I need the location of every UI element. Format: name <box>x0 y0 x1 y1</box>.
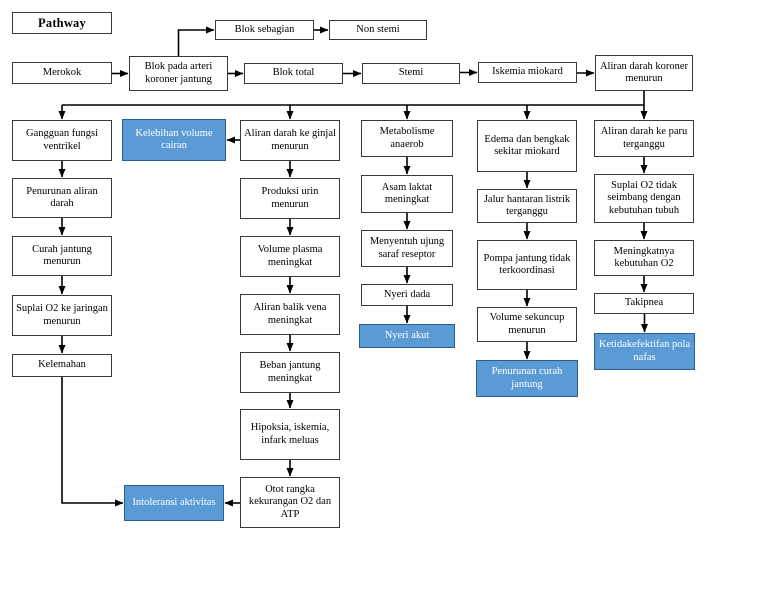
node-label: Volume plasma meningkat <box>257 244 323 268</box>
node-label: Iskemia miokard <box>492 66 563 78</box>
node-asam-laktat: Asam laktat meningkat <box>361 175 453 213</box>
node-label: Meningkatnya kebutuhan O2 <box>613 245 675 269</box>
node-label: Otot rangka kekurangan O2 dan ATP <box>248 483 332 520</box>
node-non-stemi: Non stemi <box>329 20 427 40</box>
node-merokok: Merokok <box>12 62 112 84</box>
node-label: Stemi <box>398 67 424 79</box>
node-suplai-jaringan: Suplai O2 ke jaringan menurun <box>12 295 112 336</box>
node-label: Aliran darah koroner menurun <box>599 60 689 84</box>
node-label: Suplai O2 ke jaringan menurun <box>16 303 108 327</box>
node-produksi-urin: Produksi urin menurun <box>240 178 340 219</box>
node-blok-total: Blok total <box>244 63 343 84</box>
node-gangguan: Gangguan fungsi ventrikel <box>12 120 112 161</box>
node-takipnea: Takipnea <box>594 293 694 314</box>
node-nyeri-akut: Nyeri akut <box>359 324 455 348</box>
node-penurunan-curah: Penurunan curah jantung <box>476 360 578 397</box>
node-kelemahan: Kelemahan <box>12 354 112 377</box>
node-kelebihan: Kelebihan volume cairan <box>122 119 226 161</box>
node-ginjal: Aliran darah ke ginjal menurun <box>240 120 340 161</box>
node-label: Gangguan fungsi ventrikel <box>25 128 99 152</box>
node-iskemia: Iskemia miokard <box>478 62 577 83</box>
node-aliran-balik: Aliran balik vena meningkat <box>240 294 340 335</box>
node-label: Asam laktat meningkat <box>381 181 433 205</box>
node-sekuncup: Volume sekuncup menurun <box>477 307 577 342</box>
node-nyeri-dada: Nyeri dada <box>361 284 453 306</box>
node-meningkatnya: Meningkatnya kebutuhan O2 <box>594 240 694 276</box>
node-jalur: Jalur hantaran listrik terganggu <box>477 189 577 223</box>
node-label: Volume sekuncup menurun <box>489 312 565 336</box>
node-label: Jalur hantaran listrik terganggu <box>483 193 571 217</box>
node-label: Suplai O2 tidak seimbang dengan kebutuha… <box>607 179 681 216</box>
node-pompa: Pompa jantung tidak terkoordinasi <box>477 240 577 290</box>
node-beban: Beban jantung meningkat <box>240 352 340 393</box>
node-volume-plasma: Volume plasma meningkat <box>240 236 340 277</box>
node-label: Hipoksia, iskemia, infark meluas <box>250 422 330 446</box>
node-pathway: Pathway <box>12 12 112 34</box>
node-blok-sebagian: Blok sebagian <box>215 20 314 40</box>
node-label: Kelebihan volume cairan <box>135 127 213 151</box>
node-label: Curah jantung menurun <box>32 243 92 267</box>
node-label: Produksi urin menurun <box>261 186 319 210</box>
node-label: Blok total <box>272 67 315 79</box>
node-hipoksia: Hipoksia, iskemia, infark meluas <box>240 409 340 460</box>
node-label: Pathway <box>38 15 86 30</box>
node-blok-arteri: Blok pada arteri koroner jantung <box>129 56 228 91</box>
node-menyentuh: Menyentuh ujung saraf reseptor <box>361 230 453 267</box>
node-otot: Otot rangka kekurangan O2 dan ATP <box>240 477 340 528</box>
node-aliran-koroner: Aliran darah koroner menurun <box>595 55 693 91</box>
node-label: Aliran balik vena meningkat <box>253 302 327 326</box>
node-intoleransi: Intoleransi aktivitas <box>124 485 224 521</box>
node-paru: Aliran darah ke paru terganggu <box>594 120 694 157</box>
node-label: Aliran darah ke paru terganggu <box>600 126 688 150</box>
node-label: Non stemi <box>356 23 400 35</box>
node-label: Aliran darah ke ginjal menurun <box>244 128 336 152</box>
node-label: Ketidakefektifan pola nafas <box>598 339 691 363</box>
node-label: Kelemahan <box>38 359 86 371</box>
node-curah: Curah jantung menurun <box>12 236 112 276</box>
node-label: Pompa jantung tidak terkoordinasi <box>483 252 571 276</box>
node-label: Penurunan aliran darah <box>26 185 98 209</box>
node-edema: Edema dan bengkak sekitar miokard <box>477 120 577 172</box>
connector <box>177 26 215 56</box>
node-label: Takipnea <box>624 297 664 309</box>
node-label: Penurunan curah jantung <box>491 366 563 390</box>
node-label: Nyeri akut <box>384 329 430 341</box>
node-label: Blok sebagian <box>234 23 295 35</box>
node-label: Blok pada arteri koroner jantung <box>144 61 213 85</box>
node-metabolisme: Metabolisme anaerob <box>361 120 453 157</box>
node-label: Beban jantung meningkat <box>259 360 321 384</box>
node-label: Intoleransi aktivitas <box>132 496 216 508</box>
connector <box>61 377 124 507</box>
node-ketidakefektifan: Ketidakefektifan pola nafas <box>594 333 695 370</box>
node-label: Nyeri dada <box>383 288 431 300</box>
node-label: Merokok <box>42 66 82 78</box>
node-label: Edema dan bengkak sekitar miokard <box>484 133 570 157</box>
node-stemi: Stemi <box>362 63 460 84</box>
node-suplai-tidak: Suplai O2 tidak seimbang dengan kebutuha… <box>594 174 694 223</box>
node-label: Metabolisme anaerob <box>379 126 435 150</box>
node-label: Menyentuh ujung saraf reseptor <box>369 236 445 260</box>
node-penurunan-aliran: Penurunan aliran darah <box>12 178 112 218</box>
